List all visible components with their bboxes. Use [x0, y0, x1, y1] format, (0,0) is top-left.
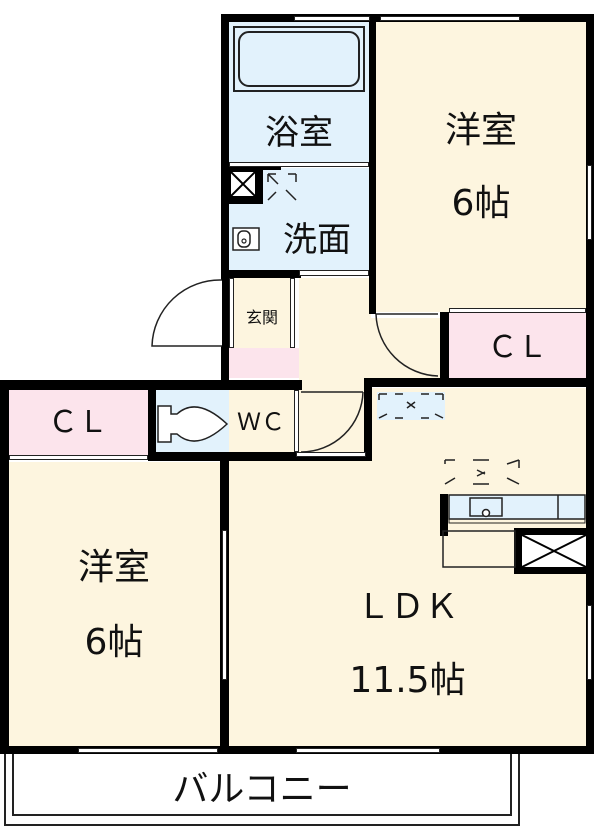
toilet-icon [157, 405, 229, 443]
wall [148, 380, 156, 460]
washroom-label: 洗面 [283, 220, 351, 260]
wall [221, 14, 229, 284]
window [380, 16, 520, 21]
wash-basin-icon [232, 227, 260, 251]
wall [440, 378, 594, 387]
wall [0, 380, 9, 754]
entrance [229, 278, 294, 348]
entrance-frame [229, 278, 234, 348]
sliding-door [299, 270, 369, 276]
bathtub-icon [233, 26, 365, 92]
toilet-label: ＷＣ [237, 408, 285, 436]
sliding-door [229, 162, 369, 167]
bath-room [229, 22, 369, 162]
fridge-space-icon [377, 392, 445, 420]
kitchen-counter-icon [448, 494, 586, 524]
wc-door-swing [300, 391, 364, 453]
shaft-x-icon [521, 534, 587, 568]
entrance-label: 玄関 [245, 308, 278, 327]
hallway-lower [371, 318, 441, 380]
sliding-door [296, 748, 440, 753]
balcony [4, 754, 520, 826]
wall [364, 378, 372, 458]
bath-label: 浴室 [265, 113, 333, 153]
bedroom-ne-label: 洋室 [444, 110, 517, 151]
hall-door-swing [375, 313, 439, 377]
entrance-step [229, 348, 299, 378]
wall [440, 494, 448, 536]
sliding-door [78, 748, 218, 753]
washer-space-icon [267, 173, 297, 201]
entrance-frame [290, 278, 295, 348]
sliding-door [294, 390, 299, 452]
entrance-door-swing [151, 279, 223, 347]
bedroom-sw-label: 洋室 [77, 547, 150, 588]
sliding-door [222, 530, 227, 680]
shaft-x-icon [229, 170, 257, 198]
kitchen-island-outline [442, 530, 516, 568]
window [294, 16, 370, 21]
window [587, 605, 592, 680]
bedroom-ne [376, 22, 586, 312]
bedroom-sw [8, 462, 220, 746]
closet-ne-label: ＣＬ [487, 330, 548, 365]
wall [440, 312, 449, 382]
wall [148, 452, 372, 461]
wall [369, 14, 376, 314]
wall [364, 378, 444, 387]
range-hood-icon [444, 459, 520, 485]
bedroom-sw-size: 6帖 [84, 622, 144, 663]
window [587, 165, 592, 240]
bedroom-ne-size: 6帖 [451, 183, 511, 224]
closet-door [449, 308, 586, 313]
closet-door [9, 455, 148, 460]
closet-w-label: ＣＬ [48, 405, 108, 440]
sliding-door [296, 452, 366, 457]
ldk-label: ＬＤＫ [356, 587, 459, 627]
wall [221, 278, 229, 383]
balcony-label: バルコニー [172, 769, 352, 810]
ldk-size: 11.5帖 [349, 660, 466, 701]
wall [221, 270, 301, 278]
closet-ne [449, 312, 586, 380]
closet-w [8, 390, 148, 455]
